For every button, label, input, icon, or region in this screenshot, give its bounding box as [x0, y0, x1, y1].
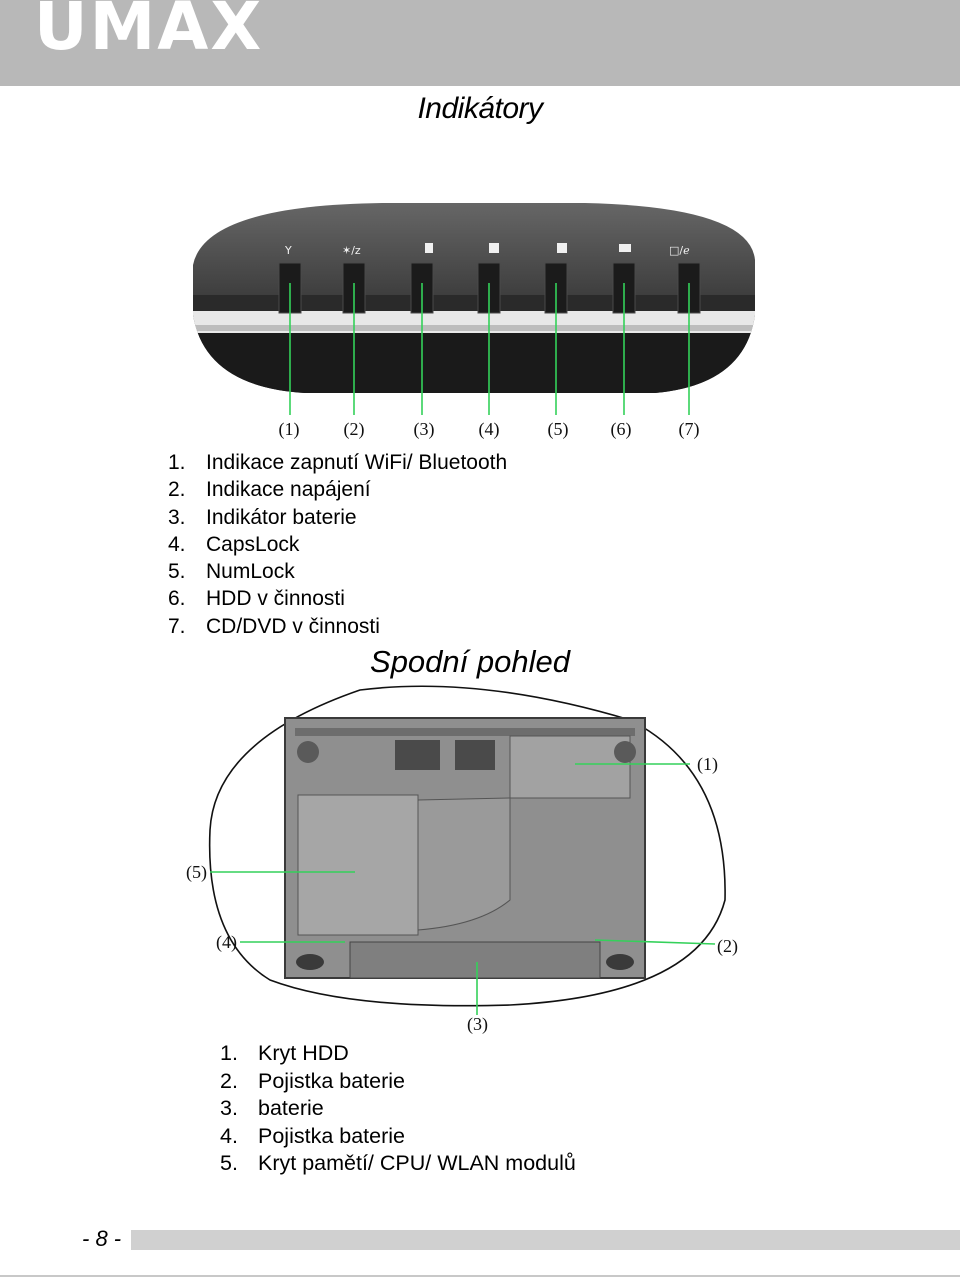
indicator-panel-image: Y ✶/z □/ℯ (1) (2) (3) (4) (5) (6) (7)	[193, 203, 755, 440]
callout-label: (1)	[279, 419, 300, 440]
callout-label: (5)	[186, 862, 207, 883]
callout-label: (6)	[611, 419, 632, 440]
bottom-divider	[0, 1275, 960, 1277]
callout-label: (3)	[467, 1014, 488, 1035]
callout-label: (1)	[697, 754, 718, 775]
list-label: Pojistka baterie	[258, 1068, 405, 1093]
list-label: HDD v činnosti	[206, 587, 345, 611]
callout-label: (5)	[548, 419, 569, 440]
header-bar	[0, 0, 960, 86]
list-label: baterie	[258, 1096, 324, 1120]
list-number: 3.	[220, 1096, 238, 1120]
list-number: 5.	[168, 560, 186, 584]
callout-label: (7)	[679, 419, 700, 440]
list-label: NumLock	[206, 560, 295, 584]
list-item: 5. NumLock	[168, 558, 507, 585]
list-number: 5.	[220, 1151, 238, 1175]
list-item: 1. Kryt HDD	[220, 1040, 576, 1068]
list-number: 6.	[168, 587, 186, 611]
svg-text:□/ℯ: □/ℯ	[669, 244, 690, 257]
list-label: Pojistka baterie	[258, 1123, 405, 1148]
bottom-view-image: (1) (2) (3) (4) (5)	[186, 685, 738, 1035]
svg-text:Y: Y	[284, 244, 292, 257]
callout-label: (4)	[479, 419, 500, 440]
svg-text:✶/z: ✶/z	[342, 244, 361, 257]
list-label: CapsLock	[206, 532, 300, 556]
list-label: Kryt pamětí/ CPU/ WLAN modulů	[258, 1151, 576, 1175]
list-label: Indikace napájení	[206, 478, 371, 502]
list-item: 3. Indikátor baterie	[168, 504, 507, 531]
section-title-bottom-view: Spodní pohled	[370, 644, 570, 679]
list-item: 2. Indikace napájení	[168, 476, 507, 503]
bottom-view-list: 1.Kryt HDD 2.Pojistka baterie 3.baterie …	[220, 1040, 576, 1178]
list-number: 1.	[220, 1041, 238, 1065]
list-item: 2. Pojistka baterie	[220, 1068, 576, 1096]
list-number: 1.	[168, 451, 186, 474]
list-number: 7.	[168, 614, 186, 638]
list-item: 4. Pojistka baterie	[220, 1123, 576, 1151]
list-item: 1. Indikace zapnutí WiFi/ Bluetooth	[168, 449, 507, 476]
callout-label: (4)	[216, 932, 237, 953]
callout-label: (2)	[717, 936, 738, 957]
list-label: Kryt HDD	[258, 1041, 349, 1065]
list-label: Indikátor baterie	[206, 505, 357, 529]
list-number: 4.	[168, 532, 186, 556]
callout-label: (2)	[344, 419, 365, 440]
list-number: 4.	[220, 1123, 238, 1148]
list-label: CD/DVD v činnosti	[206, 614, 380, 638]
list-item: 7. CD/DVD v činnosti	[168, 613, 507, 640]
umax-logo: UMAX	[34, 0, 264, 65]
list-item: 6. HDD v činnosti	[168, 585, 507, 612]
callout-label: (3)	[414, 419, 435, 440]
footer-bar	[131, 1230, 960, 1250]
list-number: 3.	[168, 505, 186, 529]
section-title-indicators: Indikátory	[417, 92, 543, 125]
list-item: 4. CapsLock	[168, 531, 507, 558]
list-number: 2.	[220, 1068, 238, 1093]
list-item: 5. Kryt pamětí/ CPU/ WLAN modulů	[220, 1150, 576, 1178]
page-number: - 8 -	[82, 1226, 122, 1251]
indicator-list: 1. Indikace zapnutí WiFi/ Bluetooth 2. Ind…	[168, 449, 507, 640]
list-label: Indikace zapnutí WiFi/ Bluetooth	[206, 451, 508, 474]
list-number: 2.	[168, 478, 186, 502]
list-item: 3. baterie	[220, 1095, 576, 1123]
